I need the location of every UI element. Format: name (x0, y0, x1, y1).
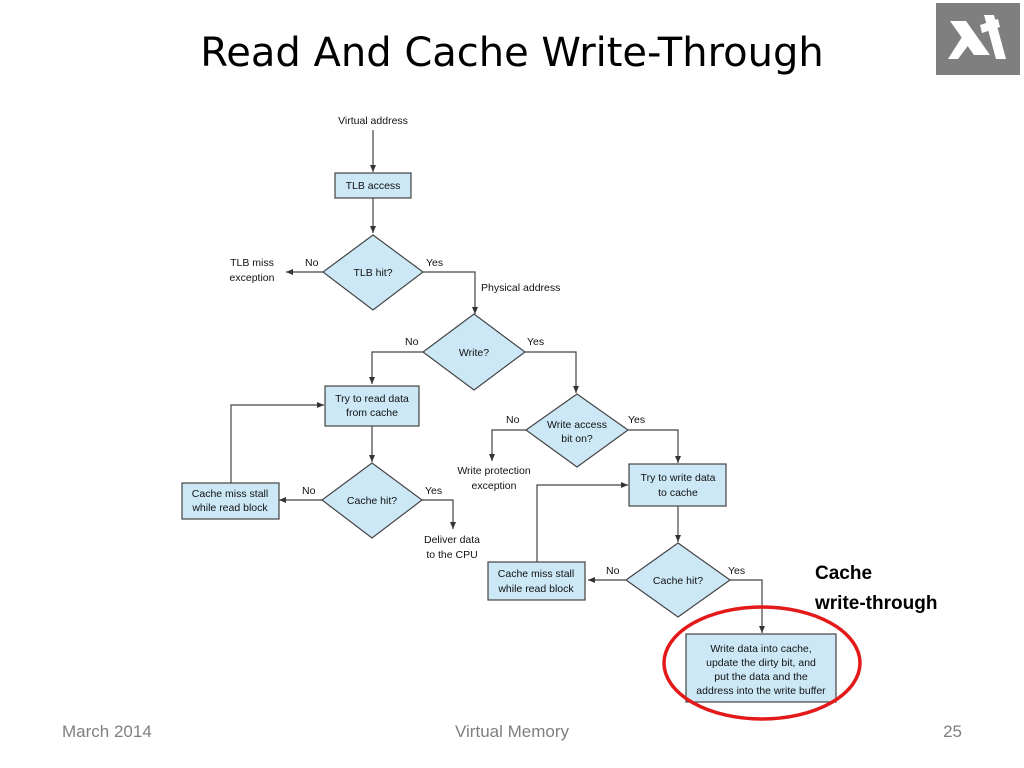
start-label: Virtual address (338, 115, 408, 127)
footer-date: March 2014 (62, 722, 152, 741)
cache-hit-read-yes-label: Yes (425, 485, 442, 497)
write-try-label-1: Try to write data (641, 472, 716, 484)
write-access-label-1: Write access (547, 419, 607, 431)
write-yes-label: Yes (527, 336, 544, 348)
footer-page-number: 25 (943, 722, 962, 741)
tlb-hit-label: TLB hit? (353, 267, 392, 279)
slide-title: Read And Cache Write-Through (200, 30, 824, 76)
write-no-label: No (405, 336, 419, 348)
annotation-line-2: write-through (814, 593, 937, 614)
write-protect-label-2: exception (472, 480, 517, 492)
read-try-label-2: from cache (346, 407, 398, 419)
cache-hit-read-decision (320, 462, 424, 539)
cache-hit-write-label: Cache hit? (653, 575, 703, 587)
institution-logo-icon (936, 3, 1020, 75)
write-decision-label: Write? (459, 347, 489, 359)
miss-stall-write-label-1: Cache miss stall (498, 568, 574, 580)
write-decision (421, 313, 527, 391)
tlb-miss-label-2: exception (230, 272, 275, 284)
write-data-label-2: update the dirty bit, and (706, 657, 816, 669)
miss-stall-read-box (181, 482, 280, 520)
miss-stall-read-label-1: Cache miss stall (192, 488, 268, 500)
annotation-line-1: Cache (815, 563, 872, 584)
cache-hit-read-label: Cache hit? (347, 495, 397, 507)
write-data-label-1: Write data into cache, (710, 643, 811, 655)
read-try-box (324, 385, 420, 427)
read-try-label-1: Try to read data (335, 393, 409, 405)
write-data-label-4: address into the write buffer (696, 685, 826, 697)
tlb-hit-decision (321, 234, 425, 311)
tlb-hit-yes-label: Yes (426, 257, 443, 269)
deliver-label-2: to the CPU (426, 549, 477, 561)
write-access-label-2: bit on? (561, 433, 593, 445)
cache-hit-read-no-label: No (302, 485, 316, 497)
write-try-box (628, 463, 727, 507)
physical-address-label: Physical address (481, 282, 560, 294)
tlb-access-box (334, 172, 412, 199)
write-try-label-2: to cache (658, 487, 698, 499)
miss-stall-write-label-2: while read block (497, 583, 574, 595)
miss-stall-read-label-2: while read block (191, 502, 268, 514)
cache-hit-write-decision (624, 542, 732, 618)
write-access-no-label: No (506, 414, 520, 426)
deliver-label-1: Deliver data (424, 534, 480, 546)
write-access-yes-label: Yes (628, 414, 645, 426)
write-access-decision (524, 393, 630, 468)
cache-hit-write-no-label: No (606, 565, 620, 577)
write-protect-label-1: Write protection (457, 465, 530, 477)
cache-hit-write-yes-label: Yes (728, 565, 745, 577)
footer-topic: Virtual Memory (455, 722, 569, 741)
tlb-miss-label-1: TLB miss (230, 257, 274, 269)
write-data-box (685, 633, 837, 703)
highlight-ellipse (662, 605, 862, 721)
write-data-label-3: put the data and the (714, 671, 808, 683)
tlb-access-label: TLB access (346, 180, 401, 192)
miss-stall-write-box (487, 561, 586, 601)
tlb-hit-no-label: No (305, 257, 319, 269)
